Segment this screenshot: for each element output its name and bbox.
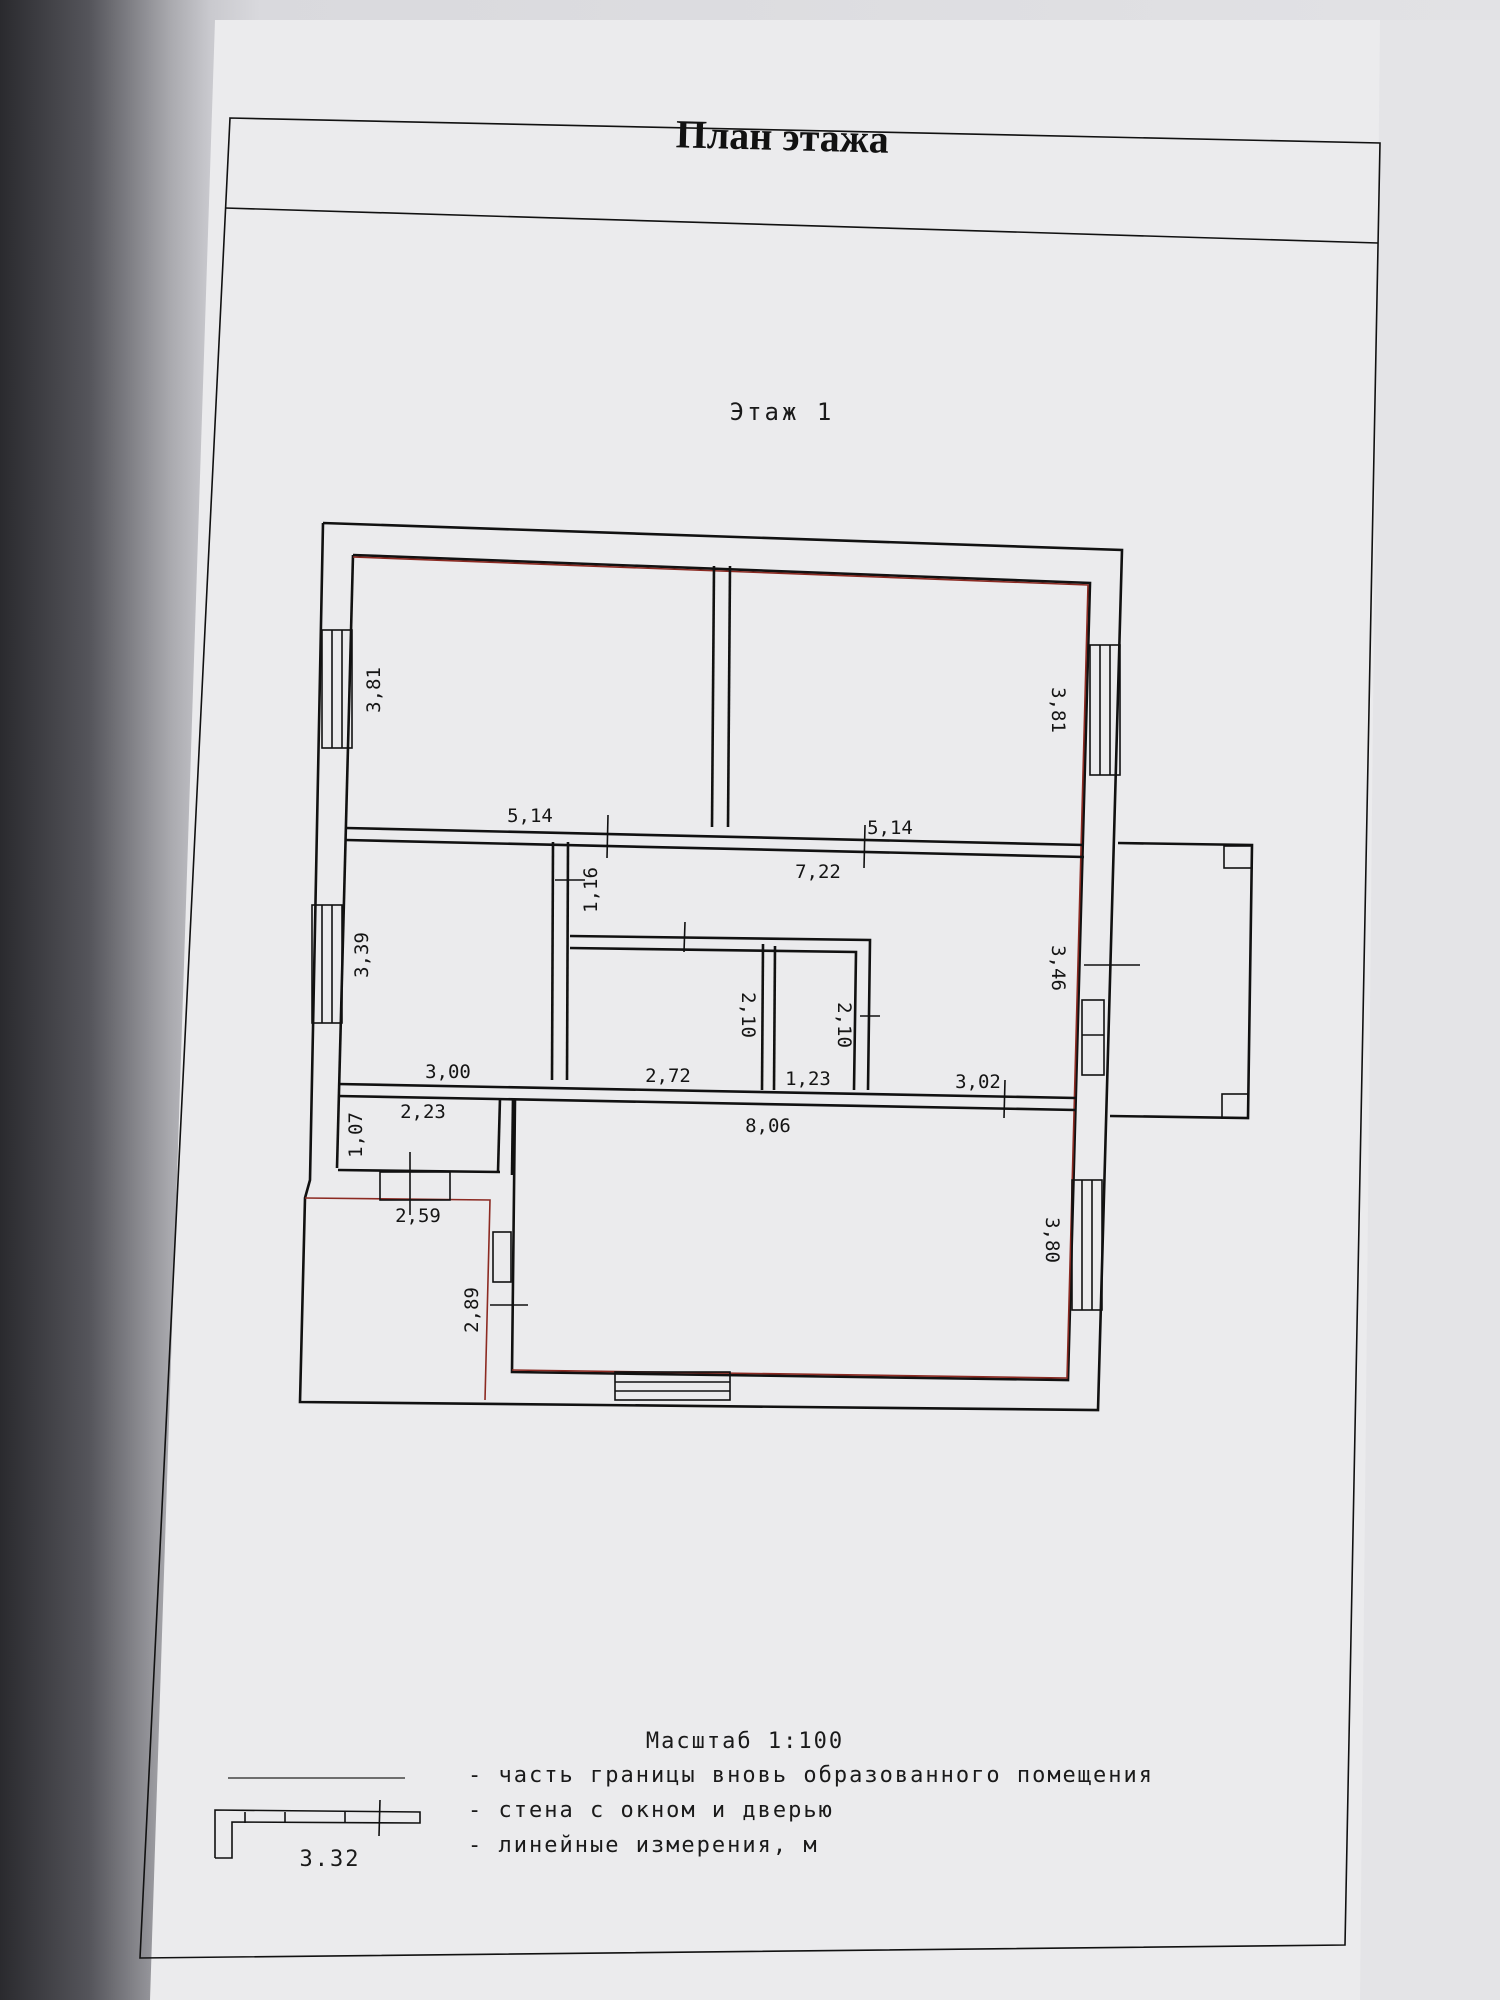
dim-big-room-width: 8,06 [745,1115,791,1137]
dim-porch-width: 2,59 [395,1205,441,1227]
new-room-boundary [352,556,1089,1379]
inner-wall-outline [352,553,1092,1382]
dim-room-ne-height: 3,81 [1047,687,1069,733]
dim-small-room-height: 1,07 [345,1112,367,1158]
dim-room-w-height: 3,39 [351,932,373,978]
page-title: План этажа [675,111,889,162]
legend-sample-value: 3.32 [300,1847,361,1872]
dim-hall-right-width: 3,02 [955,1071,1001,1093]
partitions [337,565,1085,1176]
legend: Масштаб 1:100 - часть границы вновь обра… [214,1729,1154,1872]
floor-label: Этаж 1 [730,398,835,426]
page-frame [139,117,1381,1959]
porch [1109,841,1254,1120]
legend-boundary-text: - часть границы вновь образованного поме… [468,1763,1154,1788]
dim-corridor-width: 7,22 [795,861,841,883]
dim-small-room-width: 2,23 [400,1101,446,1123]
dim-room-nw-width: 5,14 [507,805,553,827]
legend-scale: Масштаб 1:100 [646,1729,844,1754]
dim-corridor-height: 1,16 [580,867,602,913]
floor-plan: 3,81 3,81 5,14 5,14 7,22 1,16 3,39 3,00 … [298,521,1254,1412]
dim-big-room-height: 3,80 [1041,1217,1063,1263]
door-markers [409,814,1140,1306]
windows [311,629,1121,1401]
dim-bath-width: 2,72 [645,1065,691,1087]
dim-wc-height: 2,10 [833,1002,855,1048]
legend-wall-symbol [214,1799,421,1859]
dim-bath-height: 2,10 [737,992,759,1038]
legend-wall-text: - стена с окном и дверью [468,1798,834,1823]
legend-measure-text: - линейные измерения, м [468,1833,819,1858]
dim-porch-height: 2,89 [461,1287,483,1333]
dimension-labels: 3,81 3,81 5,14 5,14 7,22 1,16 3,39 3,00 … [345,667,1069,1333]
paper [150,20,1500,2000]
dim-hall-right-height: 3,46 [1047,945,1069,991]
dim-room-nw-height: 3,81 [363,667,385,713]
dim-room-ne-width: 5,14 [867,817,913,839]
dim-room-w-width: 3,00 [425,1061,471,1083]
outer-wall-outline [298,521,1124,1412]
dim-wc-width: 1,23 [785,1068,831,1090]
